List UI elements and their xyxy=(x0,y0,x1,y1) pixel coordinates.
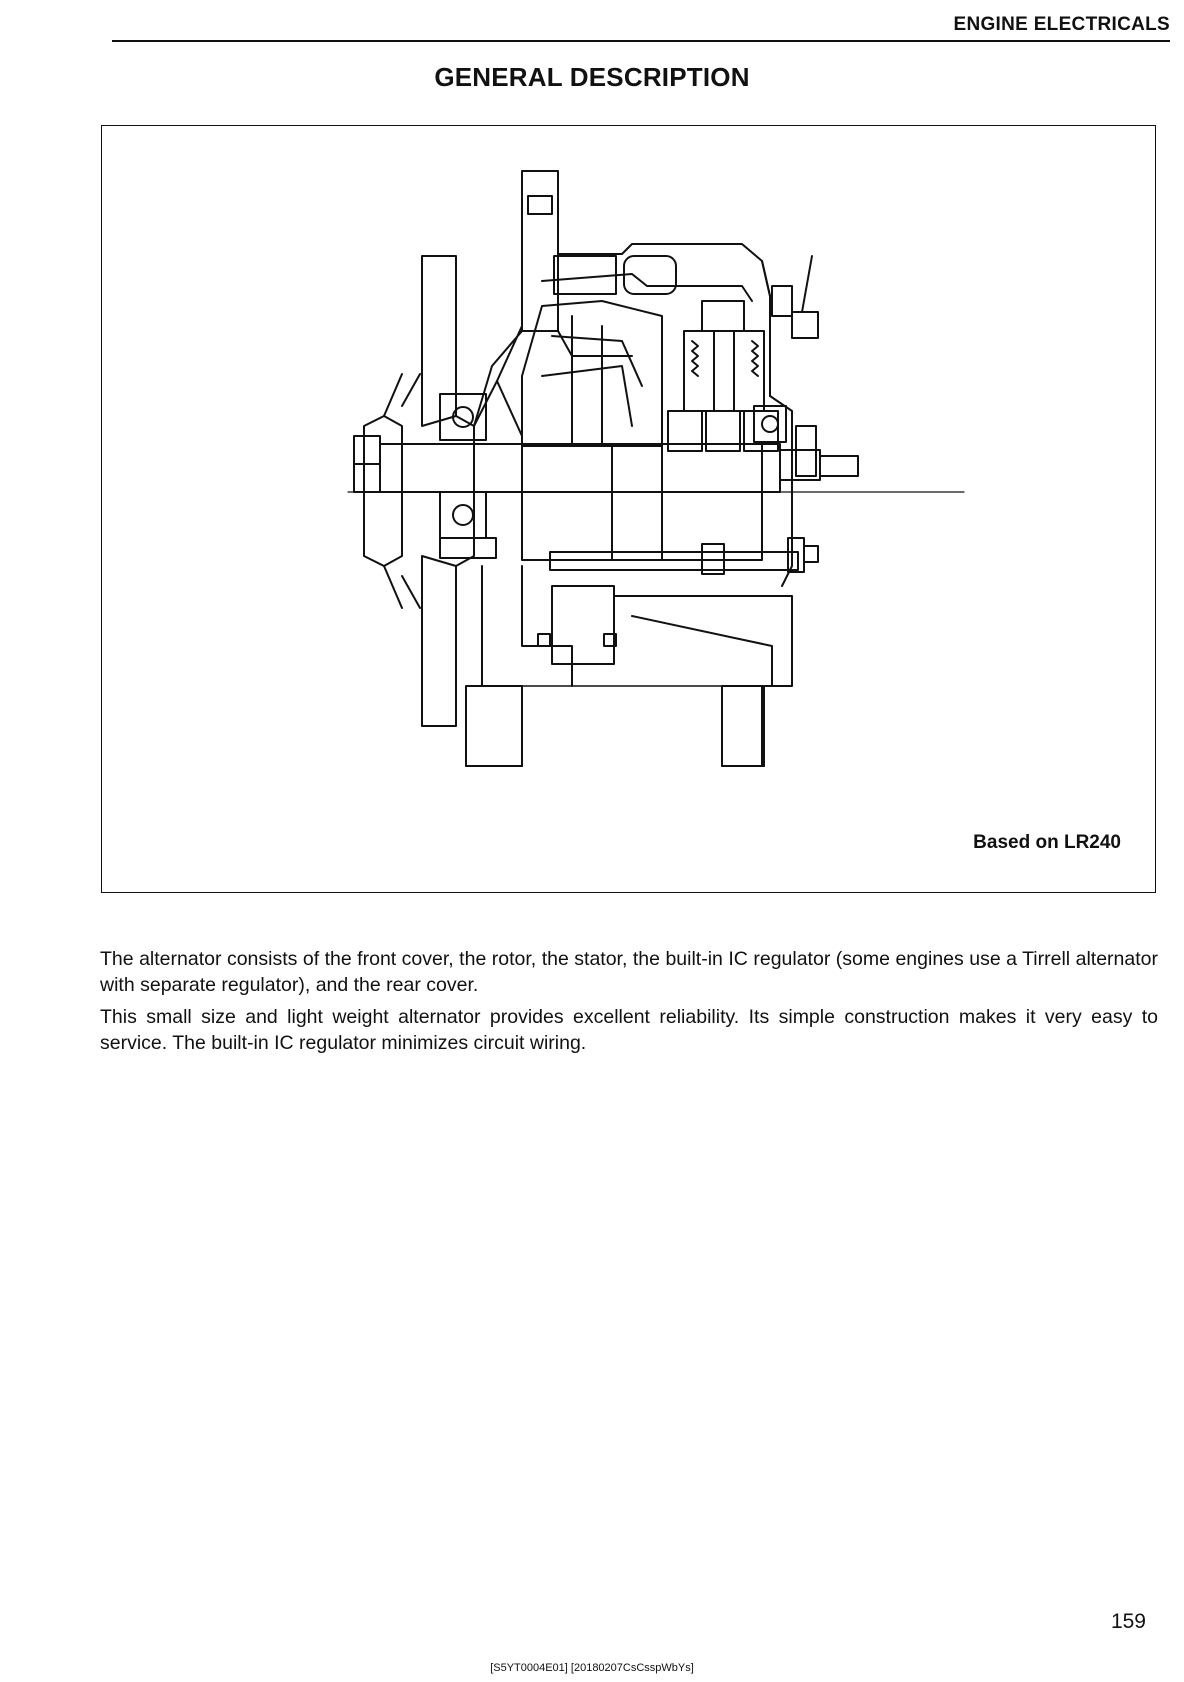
header-rule xyxy=(112,40,1170,42)
page-number: 159 xyxy=(1110,1610,1146,1633)
figure-caption: Based on LR240 xyxy=(973,832,1121,853)
alternator-cutaway-diagram xyxy=(347,170,965,767)
page-title: GENERAL DESCRIPTION xyxy=(434,62,750,92)
figure-box: Based on LR240 xyxy=(101,125,1156,893)
section-header: ENGINE ELECTRICALS xyxy=(953,14,1170,35)
document-code: [S5YT0004E01] [20180207CsCsspWbYs] xyxy=(490,1662,694,1674)
description-paragraph-2: This small size and light weight alterna… xyxy=(100,1006,1158,1054)
description-paragraph-1: The alternator consists of the front cov… xyxy=(100,948,1158,996)
